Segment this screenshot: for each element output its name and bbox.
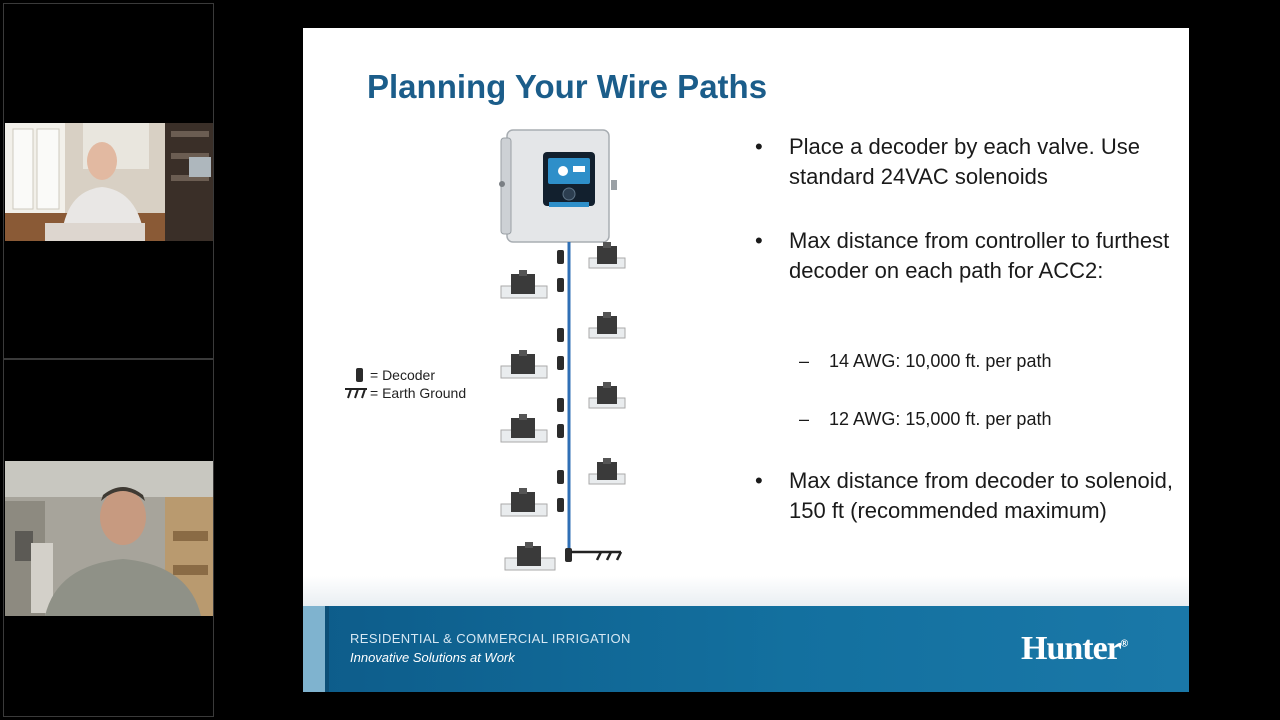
- footer-shadow: [303, 576, 1189, 606]
- bullet-text: Place a decoder by each valve. Use stand…: [789, 134, 1140, 189]
- footer-accent-divider: [325, 606, 329, 692]
- participant-video-1-scene: [5, 123, 213, 241]
- presentation-slide: Planning Your Wire Paths: [303, 28, 1189, 692]
- decoder-icons: [557, 250, 572, 562]
- decoder-legend-icon: [356, 368, 363, 382]
- earth-ground-legend-icon: [345, 388, 367, 399]
- participant-tile-2[interactable]: [3, 359, 214, 717]
- participant-video-1: [5, 123, 213, 241]
- earth-ground-icon: [571, 550, 623, 561]
- wire-path-diagram: [499, 129, 626, 571]
- sub-bullet-dash: –: [799, 351, 810, 371]
- participant-tile-1[interactable]: [3, 3, 214, 359]
- participant-video-2-scene: [5, 461, 213, 616]
- valve-icons: [500, 242, 626, 571]
- hunter-logo-text: Hunter: [1021, 630, 1122, 667]
- legend-decoder-label: = Decoder: [370, 367, 435, 383]
- footer-tagline: RESIDENTIAL & COMMERCIAL IRRIGATION: [350, 631, 631, 646]
- footer-accent-bar: [303, 606, 329, 692]
- slide-footer: RESIDENTIAL & COMMERCIAL IRRIGATION Inno…: [303, 606, 1189, 692]
- sub-bullet-text: 12 AWG: 15,000 ft. per path: [829, 409, 1052, 429]
- bullet-dot: •: [755, 134, 763, 159]
- hunter-logo: Hunter®: [1021, 630, 1128, 668]
- bullet-dot: •: [755, 228, 763, 253]
- bullet-text: Max distance from decoder to solenoid, 1…: [789, 468, 1173, 523]
- footer-slogan: Innovative Solutions at Work: [350, 650, 515, 665]
- participant-video-2: [5, 461, 213, 616]
- sub-bullet-text: 14 AWG: 10,000 ft. per path: [829, 351, 1052, 371]
- sub-bullet-dash: –: [799, 409, 810, 429]
- bullet-text: Max distance from controller to furthest…: [789, 228, 1170, 283]
- bullet-dot: •: [755, 468, 763, 493]
- slide-title: Planning Your Wire Paths: [367, 68, 768, 105]
- legend-ground-label: = Earth Ground: [370, 385, 467, 401]
- registered-mark: ®: [1120, 638, 1128, 650]
- controller-icon: [499, 129, 617, 243]
